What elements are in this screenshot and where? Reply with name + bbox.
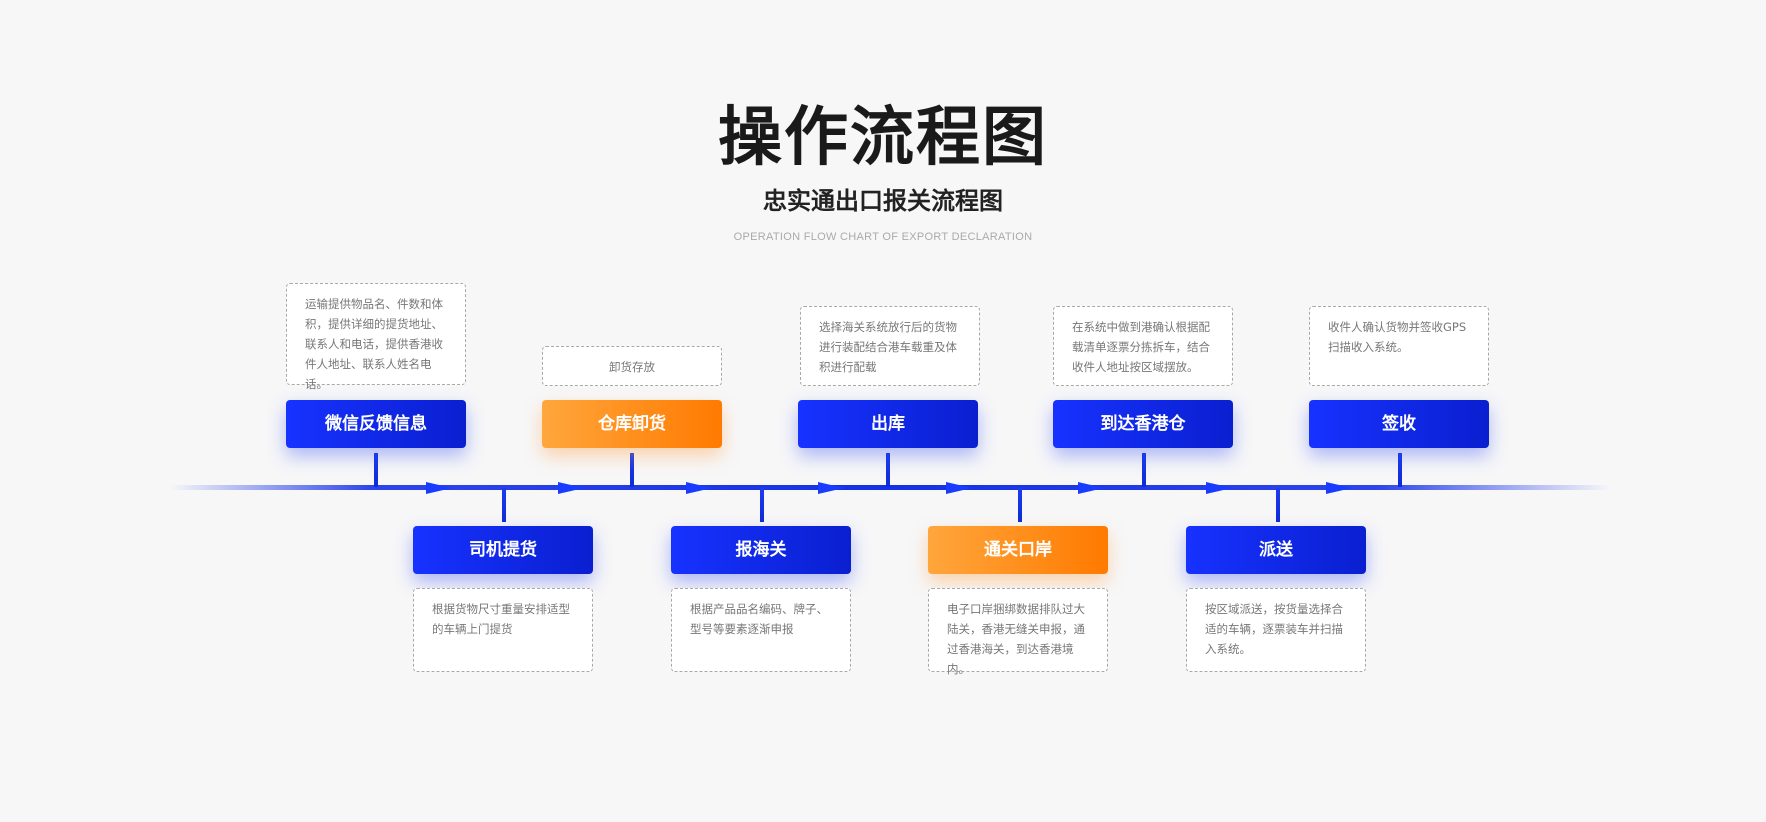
timeline-stem	[1018, 488, 1022, 522]
timeline-stem	[1398, 453, 1402, 487]
step-box-5: 出库	[798, 400, 978, 448]
timeline-stem	[1276, 488, 1280, 522]
timeline-stem	[374, 453, 378, 487]
timeline-stem	[1142, 453, 1146, 487]
step-box-8: 派送	[1186, 526, 1366, 574]
step-desc-1: 运输提供物品名、件数和体积，提供详细的提货地址、联系人和电话，提供香港收件人地址…	[286, 283, 466, 391]
timeline-arrow	[946, 482, 972, 494]
step-desc-9: 收件人确认货物并签收GPS扫描收入系统。	[1309, 306, 1489, 386]
step-desc-7: 在系统中做到港确认根据配载清单逐票分拣拆车，结合收件人地址按区域摆放。	[1053, 306, 1233, 386]
timeline-line	[170, 485, 1610, 490]
timeline-stem	[502, 488, 506, 522]
step-desc-3: 卸货存放	[542, 346, 722, 386]
timeline-stem	[630, 453, 634, 487]
step-box-3: 仓库卸货	[542, 400, 722, 448]
page-title: 操作流程图	[718, 101, 1048, 175]
timeline-arrow	[558, 482, 584, 494]
step-desc-6: 电子口岸捆绑数据排队过大陆关，香港无缝关申报，通过香港海关，到达香港境内。	[928, 588, 1108, 676]
timeline-stem	[886, 453, 890, 487]
step-desc-5: 选择海关系统放行后的货物进行装配结合港车载重及体积进行配载	[800, 306, 980, 386]
timeline-arrow	[818, 482, 844, 494]
timeline-arrow	[1206, 482, 1232, 494]
page-subtitle: 忠实通出口报关流程图	[763, 187, 1003, 215]
timeline-stem	[760, 488, 764, 522]
step-box-4: 报海关	[671, 526, 851, 574]
timeline-arrow	[1078, 482, 1104, 494]
step-box-1: 微信反馈信息	[286, 400, 466, 448]
step-desc-2: 根据货物尺寸重量安排适型的车辆上门提货	[413, 588, 593, 672]
step-box-6: 通关口岸	[928, 526, 1108, 574]
step-box-7: 到达香港仓	[1053, 400, 1233, 448]
step-box-2: 司机提货	[413, 526, 593, 574]
step-box-9: 签收	[1309, 400, 1489, 448]
timeline-arrow	[1326, 482, 1352, 494]
timeline-arrow	[686, 482, 712, 494]
step-desc-4: 根据产品品名编码、牌子、型号等要素逐渐申报	[671, 588, 851, 672]
step-desc-8: 按区域派送，按货量选择合适的车辆，逐票装车并扫描入系统。	[1186, 588, 1366, 672]
page-subtitle-en: OPERATION FLOW CHART OF EXPORT DECLARATI…	[733, 231, 1033, 243]
timeline-arrow	[426, 482, 452, 494]
